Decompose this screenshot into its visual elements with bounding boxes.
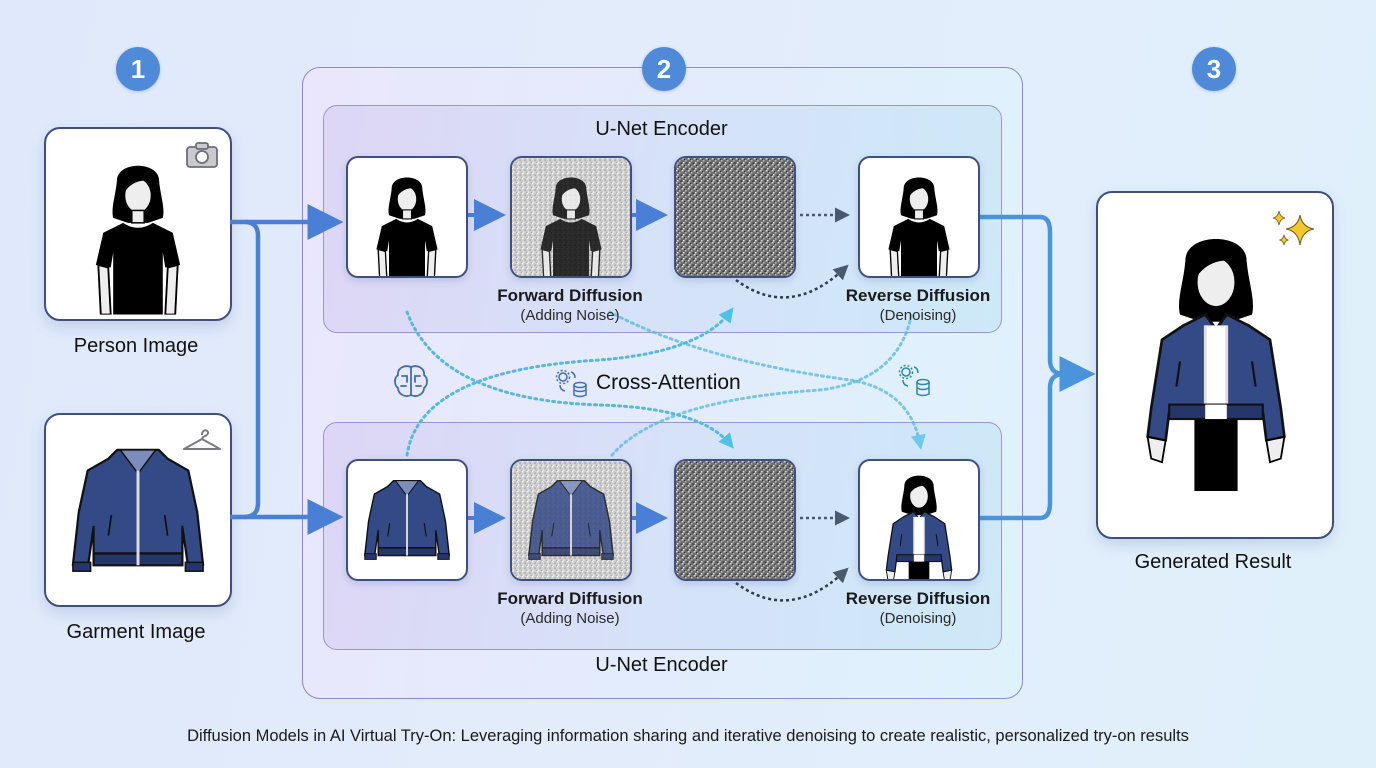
forward-diffusion-subtitle: (Adding Noise) — [520, 307, 620, 324]
cross-attention-label: Cross-Attention — [596, 371, 741, 394]
person-in-jacket-figure — [1126, 221, 1306, 537]
garment-image-label: Garment Image — [66, 621, 206, 643]
noisy-jacket-figure — [522, 473, 620, 569]
generated-result-card[interactable] — [1096, 191, 1334, 539]
bottom-encoder-title: U-Net Encoder — [595, 654, 728, 676]
forward-diffusion-title: Forward Diffusion — [497, 589, 643, 608]
reverse-diffusion-subtitle: (Denoising) — [879, 610, 957, 627]
generated-result-label: Generated Result — [1134, 551, 1292, 573]
bottom-garment-input-tile[interactable] — [346, 459, 468, 581]
reverse-diffusion-title: Reverse Diffusion — [845, 286, 991, 305]
output-merge-connector-lower — [980, 371, 1065, 521]
step-3-badge: 3 — [1192, 47, 1236, 91]
top-person-input-tile[interactable] — [346, 156, 468, 278]
input-bracket-connector — [243, 219, 261, 520]
figure-caption: Diffusion Models in AI Virtual Try-On: L… — [187, 727, 1189, 745]
person-figure — [874, 168, 964, 278]
person-image-label: Person Image — [73, 335, 199, 357]
top-partial-noise-tile[interactable] — [510, 156, 632, 278]
bottom-partial-noise-tile[interactable] — [510, 459, 632, 581]
brain-icon — [394, 365, 428, 397]
noise-texture — [676, 158, 794, 276]
top-full-noise-tile[interactable] — [674, 156, 796, 278]
top-denoised-output-tile[interactable] — [858, 156, 980, 278]
top-encoder-title: U-Net Encoder — [595, 118, 728, 140]
sparkles-icon — [1272, 210, 1315, 246]
reverse-diffusion-subtitle: (Denoising) — [879, 307, 957, 324]
jacket-figure — [358, 473, 456, 569]
cross-attention-links — [405, 307, 926, 457]
garment-image-card[interactable] — [44, 413, 232, 607]
bottom-forward-diffusion-label: Forward Diffusion (Adding Noise) — [480, 589, 660, 629]
camera-icon — [186, 142, 218, 168]
hanger-icon — [183, 429, 221, 450]
step-1-badge: 1 — [116, 47, 160, 91]
gear-database-icon — [555, 369, 587, 398]
top-forward-diffusion-label: Forward Diffusion (Adding Noise) — [480, 286, 660, 326]
top-reverse-diffusion-label: Reverse Diffusion (Denoising) — [828, 286, 1008, 326]
gear-database-icon-right — [898, 364, 930, 397]
step-2-badge: 2 — [642, 47, 686, 91]
bottom-full-noise-tile[interactable] — [674, 459, 796, 581]
top-dotted-loop — [735, 264, 849, 299]
bottom-denoised-output-tile[interactable] — [858, 459, 980, 581]
person-figure — [362, 168, 452, 278]
bottom-reverse-diffusion-label: Reverse Diffusion (Denoising) — [828, 589, 1008, 629]
forward-diffusion-subtitle: (Adding Noise) — [520, 610, 620, 627]
person-image-card[interactable] — [44, 127, 232, 321]
noise-texture — [676, 461, 794, 579]
noisy-person-figure — [526, 168, 616, 278]
bottom-dotted-loop — [735, 567, 849, 602]
person-in-jacket-figure — [876, 467, 962, 581]
reverse-diffusion-title: Reverse Diffusion — [845, 589, 991, 608]
forward-diffusion-title: Forward Diffusion — [497, 286, 643, 305]
